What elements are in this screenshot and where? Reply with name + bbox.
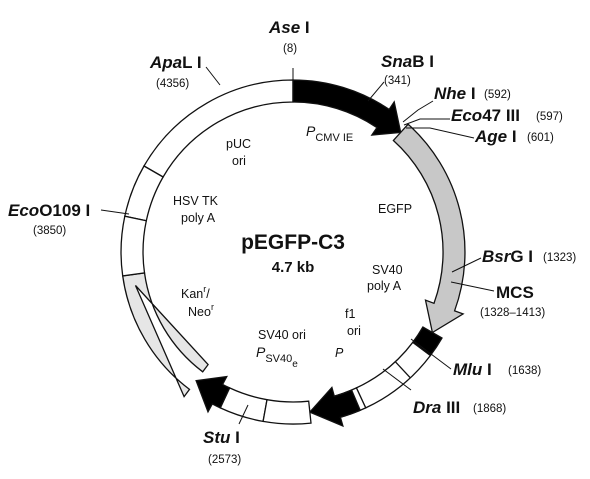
site-eco47-pos: (597)	[536, 111, 563, 123]
plasmid-ring	[120, 79, 466, 428]
feature-sv40-polya-line2: poly A	[367, 279, 402, 293]
site-age: Age I	[474, 127, 517, 146]
backbone-segment-top	[143, 79, 294, 178]
site-eco0109-pos: (3850)	[33, 225, 66, 237]
eco47-leader	[403, 118, 450, 126]
kanr-neor-arrow	[121, 272, 209, 398]
feature-hsvtk-line1: HSV TK	[173, 194, 219, 208]
feature-sv40-polya-line1: SV40	[372, 263, 403, 277]
site-apal: ApaL I	[149, 53, 202, 72]
psv40-promoter-arrow	[195, 375, 231, 414]
feature-puc-line2: ori	[232, 154, 246, 168]
site-bsrg: BsrG I	[482, 247, 533, 266]
site-dra-pos: (1868)	[473, 403, 506, 415]
p-promoter-arrow	[308, 386, 362, 428]
site-eco0109: EcoO109 I	[8, 201, 90, 220]
site-stu: Stu I	[203, 428, 240, 447]
plasmid-name: pEGFP-C3	[241, 231, 345, 254]
plasmid-size: 4.7 kb	[272, 259, 315, 276]
site-mcs: MCS	[496, 283, 534, 302]
site-snab-pos: (341)	[384, 75, 411, 87]
feature-egfp: EGFP	[378, 202, 412, 216]
egfp-gene-arrow	[392, 123, 466, 334]
site-mcs-pos: (1328–1413)	[480, 307, 545, 319]
feature-sv40ori: SV40 ori	[258, 328, 306, 342]
site-ase-pos: (8)	[283, 43, 297, 55]
mlu-site-tick	[394, 361, 411, 379]
feature-f1-line2: ori	[347, 324, 361, 338]
mcs-segment	[411, 326, 443, 357]
feature-kan: Kanr/	[181, 284, 210, 301]
mcs-leader	[450, 281, 495, 292]
backbone-segment-hsvtk	[124, 165, 164, 222]
mlu-leader	[410, 338, 452, 370]
site-nhe: Nhe I	[434, 84, 476, 103]
feature-f1-line1: f1	[345, 307, 355, 321]
feature-neo: Neor	[188, 302, 214, 319]
bsrg-leader	[451, 257, 482, 273]
snab-leader	[367, 81, 385, 102]
site-age-pos: (601)	[527, 132, 554, 144]
feature-pcmv: PCMV IE	[306, 123, 353, 144]
apal-leader	[205, 66, 221, 86]
nhe-leader	[402, 100, 434, 123]
feature-p-label: P	[335, 346, 344, 360]
feature-psv40: PSV40e	[256, 344, 298, 370]
eco0109-leader	[100, 209, 130, 215]
stu-leader	[238, 404, 249, 425]
age-leader	[406, 127, 475, 139]
site-dra: Dra III	[413, 398, 460, 417]
site-apal-pos: (4356)	[156, 78, 189, 90]
backbone-segment-left	[120, 215, 148, 277]
sv40-body-segment	[262, 398, 312, 425]
site-mlu-pos: (1638)	[508, 365, 541, 377]
feature-hsvtk-line2: poly A	[181, 211, 216, 225]
site-nhe-pos: (592)	[484, 89, 511, 101]
site-bsrg-pos: (1323)	[543, 252, 576, 264]
feature-puc-line1: pUC	[226, 137, 251, 151]
dra-leader	[382, 368, 412, 391]
site-snab: SnaB I	[381, 52, 434, 71]
site-mlu: Mlu I	[453, 360, 492, 379]
site-stu-pos: (2573)	[208, 454, 241, 466]
leader-lines	[100, 66, 495, 425]
site-ase: Ase I	[268, 18, 310, 37]
site-eco47: Eco47 III	[451, 106, 520, 125]
